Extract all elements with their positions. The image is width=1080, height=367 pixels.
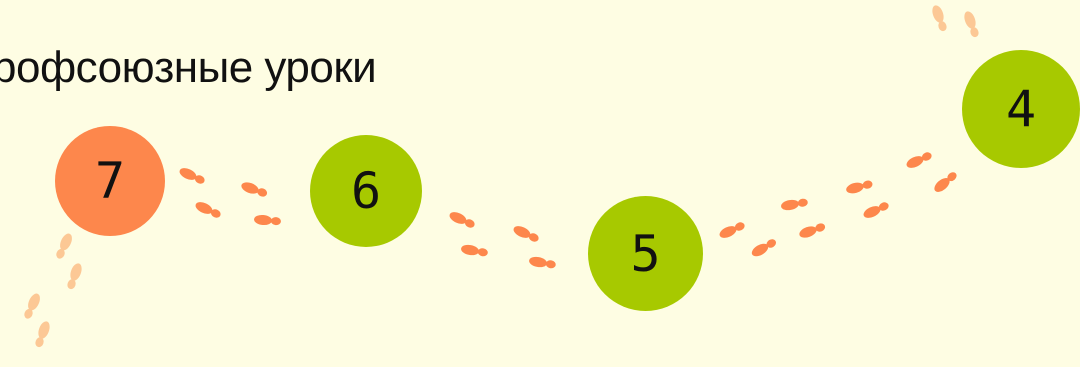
lesson-step-4-button[interactable]: 4 bbox=[962, 50, 1080, 168]
footprint-icon bbox=[750, 237, 778, 259]
footprint-icon bbox=[22, 292, 42, 321]
footprint-icon bbox=[780, 197, 808, 212]
footprint-icon bbox=[930, 4, 949, 33]
footprint-icon bbox=[254, 214, 282, 226]
footprint-icon bbox=[33, 320, 52, 349]
lesson-step-number: 4 bbox=[1006, 80, 1036, 138]
footprint-icon bbox=[862, 200, 891, 220]
footprint-icon bbox=[512, 224, 541, 244]
lesson-step-number: 6 bbox=[351, 162, 381, 220]
footprint-icon bbox=[718, 220, 747, 240]
footprint-icon bbox=[845, 179, 874, 196]
footprint-icon bbox=[798, 221, 827, 240]
footprint-icon bbox=[932, 170, 959, 195]
footprint-icon bbox=[528, 256, 556, 271]
footprint-icon bbox=[240, 180, 269, 199]
lesson-step-5-button[interactable]: 5 bbox=[588, 196, 703, 311]
footprint-icon bbox=[194, 200, 223, 220]
footprint-icon bbox=[448, 210, 477, 230]
lesson-step-number: 7 bbox=[95, 152, 125, 210]
lesson-step-7-button[interactable]: 7 bbox=[55, 126, 165, 236]
footprint-icon bbox=[460, 244, 488, 259]
footprint-icon bbox=[962, 10, 981, 39]
footprint-icon bbox=[178, 166, 207, 186]
footprint-icon bbox=[905, 150, 934, 170]
footprint-icon bbox=[54, 232, 74, 261]
lesson-step-number: 5 bbox=[630, 225, 660, 283]
footprint-icon bbox=[65, 262, 84, 291]
lesson-step-6-button[interactable]: 6 bbox=[310, 135, 422, 247]
